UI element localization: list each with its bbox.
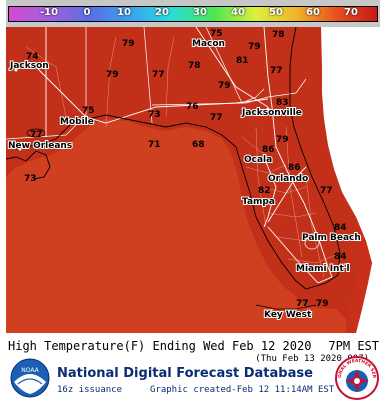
city-name-orlando: Orlando [268,174,308,184]
temp-value: 77 [270,66,283,76]
legend-tick: 20 [155,7,169,18]
temp-value: 77 [152,70,165,80]
temp-value: 79 [122,39,135,49]
legend-tick: 40 [231,7,245,18]
noaa-logo-icon: NOAA [10,358,50,398]
louisiana-coast [6,150,51,180]
legend-tick: 50 [269,7,283,18]
city-name-mobile: Mobile [60,117,94,127]
legend-tick: 30 [193,7,207,18]
issuance-label: 16z issuance [57,385,123,395]
temp-value: 86 [262,145,275,155]
city-name-key-west: Key West [264,310,312,320]
legend-tick: 60 [306,7,320,18]
city-name-ocala: Ocala [244,155,272,165]
city-name-jacksonville: Jacksonville [241,108,302,118]
south-shelf [346,217,372,333]
temp-value: 74 [26,52,39,62]
city-name-macon: Macon [192,39,225,49]
legend-color-bar [8,6,378,22]
gulf-of-mexico [6,119,346,333]
temperature-map: Jackson Jackson Macon Macon Mobile Mobil… [6,27,373,333]
highways [35,27,333,284]
city-markers [14,42,314,315]
temp-value: 77 [296,299,309,309]
keys-coast [255,304,317,310]
temp-value: 76 [186,102,199,112]
temp-value: 77 [30,130,43,140]
temp-value: 77 [210,113,223,123]
coastline [15,27,341,290]
temp-value: 79 [248,42,261,52]
city-name-tampa: Tampa [242,197,275,207]
lake-pontchartrain [26,128,46,138]
temp-value: 73 [24,174,37,184]
city-name-new-orleans: New Orleans [8,141,72,151]
city-name-tampa: Tampa [242,197,275,207]
city-name-palm-beach: Palm Beach [302,233,361,243]
temp-value: 71 [148,140,161,150]
temp-value: 75 [210,29,223,39]
legend-tick: 10 [117,7,131,18]
city-name-jackson: Jackson [9,61,49,71]
city-name-mobile: Mobile [60,117,94,127]
legend-tick: -10 [39,7,59,18]
temp-value: 79 [106,70,119,80]
temp-value: 81 [236,56,249,66]
city-name-miami: Miami Int'l [296,264,350,274]
temp-value: 77 [320,186,333,196]
city-name-miami: Miami Int'l [296,264,350,274]
temp-value: 68 [192,140,205,150]
temp-value: 83 [276,98,289,108]
temp-value: 86 [288,163,301,173]
city-name-jacksonville: Jacksonville [241,108,302,118]
temp-value: 78 [272,30,285,40]
city-name-palm-beach: Palm Beach [302,233,361,243]
temp-value: 79 [316,299,329,309]
temp-value: 82 [258,186,271,196]
lake-okeechobee [304,236,320,250]
temp-value: 79 [218,81,231,91]
map-caption-time: 7PM EST [328,339,379,353]
city-name-orlando: Orlando [268,174,308,184]
city-name-new-orleans: New Orleans [8,141,72,151]
map-caption-title: High Temperature(F) Ending Wed Feb 12 20… [8,339,312,353]
city-name-jackson: Jackson [9,61,49,71]
state-borders [6,27,307,140]
nws-logo-icon: NATIONAL WEATHER SERVICE [335,356,379,400]
city-name-ocala: Ocala [244,155,272,165]
legend-tick: 70 [344,7,358,18]
legend-tick: 0 [83,7,91,18]
noaa-logo-text: NOAA [21,367,39,374]
temp-value: 84 [334,223,347,233]
atlantic-ocean [321,27,373,333]
temp-value: 84 [334,252,347,262]
city-name-key-west: Key West [264,310,312,320]
temp-value: 79 [276,135,289,145]
temp-value: 78 [188,61,201,71]
temperature-legend: -10 0 10 20 30 40 50 60 70 [6,0,380,27]
temp-value: 75 [82,106,95,116]
graphic-created-label: Graphic created-Feb 12 11:14AM EST [150,385,335,395]
city-name-macon: Macon [192,39,225,49]
temp-value: 73 [148,110,161,120]
map-caption-subtitle: (Thu Feb 13 2020 00Z) [255,354,369,364]
database-title: National Digital Forecast Database [57,366,313,381]
